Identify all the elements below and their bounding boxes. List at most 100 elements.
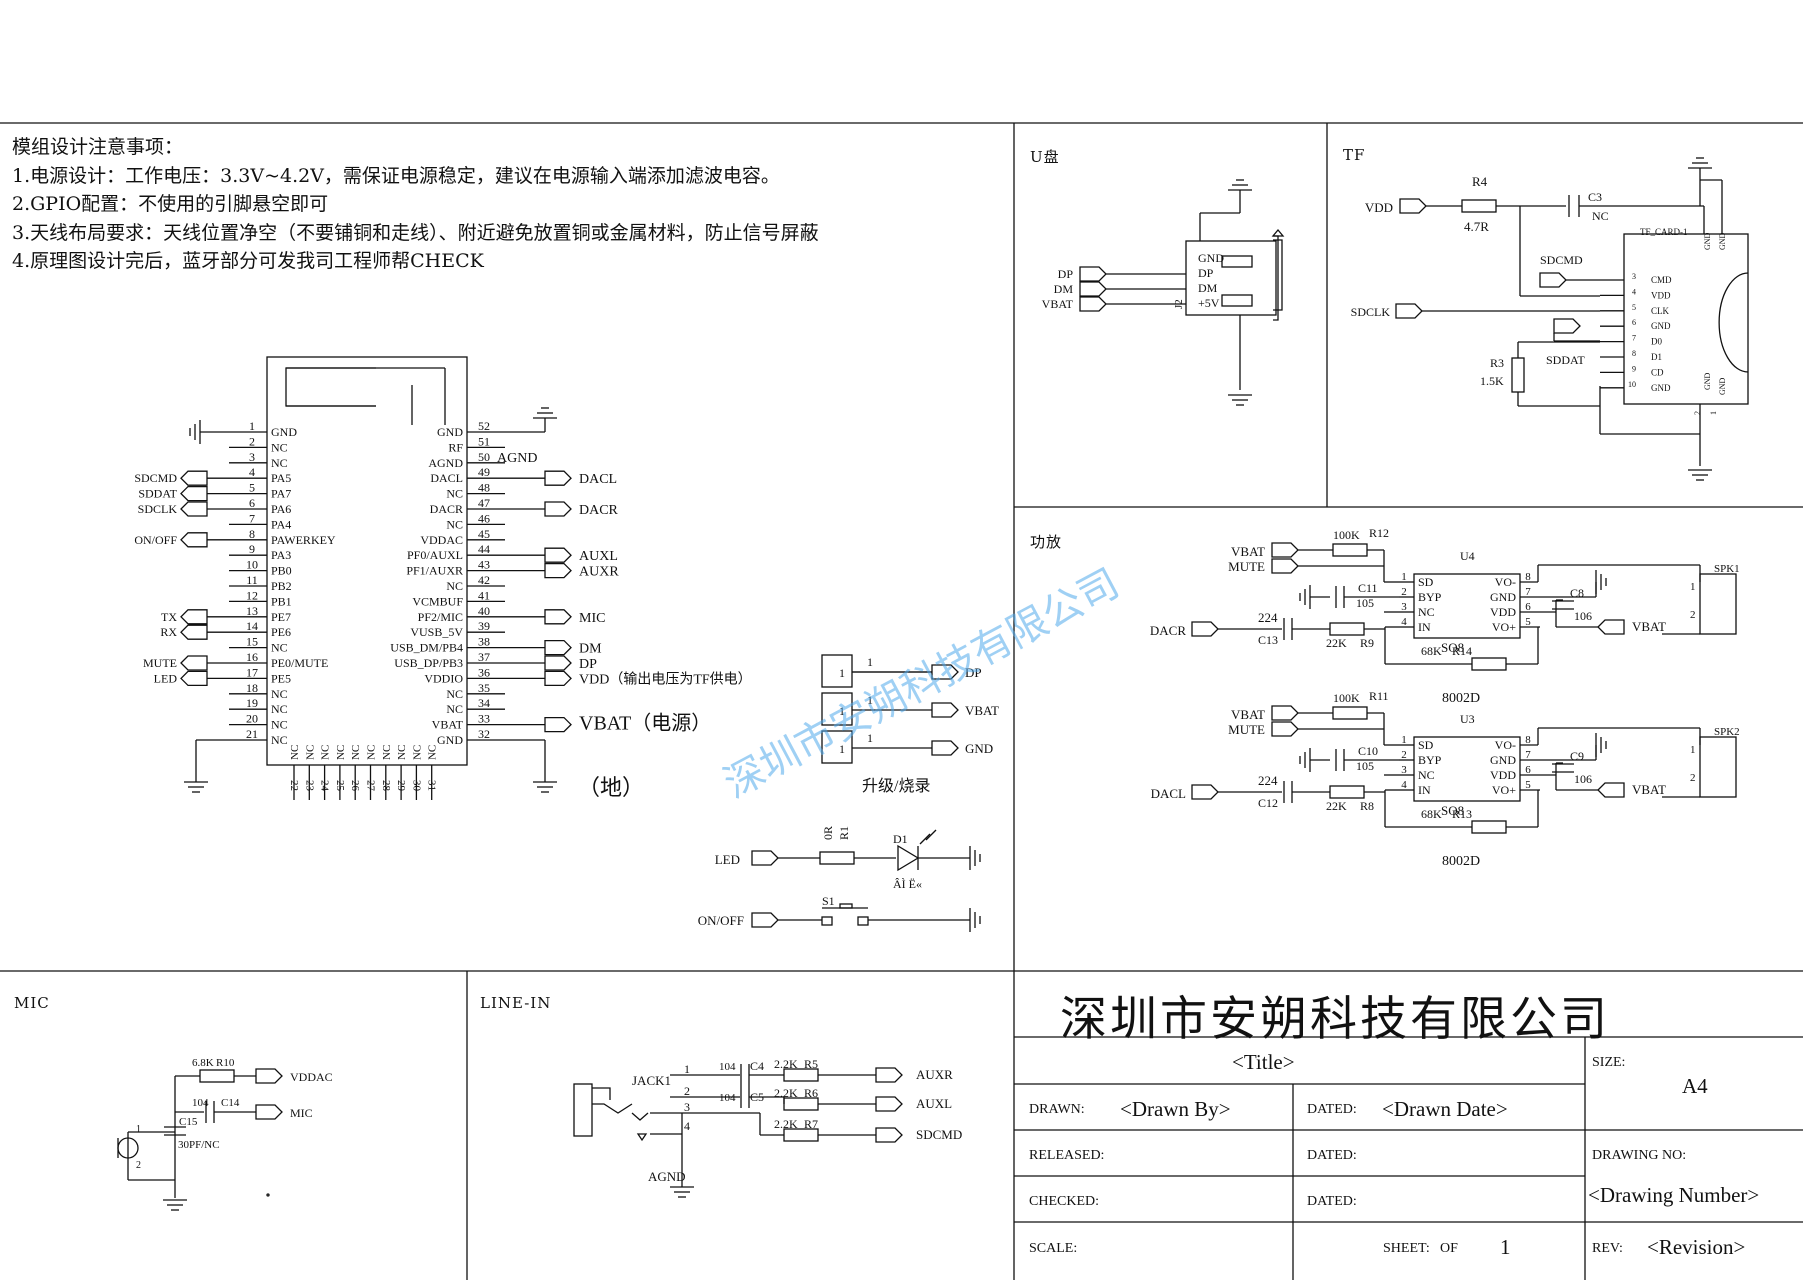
module-body: [266, 356, 468, 766]
amp-ic-pin-num-left: 1: [1401, 571, 1407, 583]
tf-card-slot: [1718, 272, 1749, 373]
pin-name-bottom: NC: [411, 745, 423, 760]
amp-ic-pin-right: GND: [1490, 753, 1516, 767]
pin-number-left: 12: [246, 588, 258, 602]
pin-number-right: 36: [478, 665, 490, 679]
net-label-left: SDCMD: [134, 471, 177, 485]
c4-ref: C4: [750, 1059, 764, 1073]
net-port-amp-mute: [1271, 721, 1299, 737]
mic-section-title: MIC: [14, 994, 50, 1012]
linein-net-label: SDCMD: [916, 1127, 962, 1142]
usb-pin-label: DM: [1198, 281, 1218, 295]
led-light-arrow: [925, 829, 937, 841]
note-item: 2.GPIO配置：不使用的引脚悬空即可: [12, 193, 329, 215]
amp-ic-pin-right: VDD: [1490, 768, 1516, 782]
jack-pin-number: 1: [684, 1062, 690, 1076]
net-port-right: [544, 562, 572, 579]
note-item: 4.原理图设计完后，蓝牙部分可发我司工程师帮CHECK: [12, 250, 484, 272]
pin-number-bottom: 22: [288, 780, 300, 791]
resistor-r1: [819, 851, 855, 865]
tf-sdclk-label: SDCLK: [1351, 305, 1391, 319]
net-port-right: [544, 716, 572, 733]
amp-ic-pin-right: GND: [1490, 590, 1516, 604]
amp-ic-pin-left: IN: [1418, 783, 1431, 797]
net-label-right: VBAT（电源）: [579, 712, 711, 735]
dated-label: DATED:: [1307, 1102, 1357, 1117]
linein-r-value: 2.2K: [774, 1086, 798, 1100]
upgrade-net-label: DP: [965, 665, 982, 680]
amp-rin-value: 22K: [1326, 636, 1347, 650]
upgrade-net-label: GND: [965, 741, 993, 756]
net-port-amp-input: [1191, 621, 1219, 637]
upgrade-pad: [821, 654, 853, 688]
pin-name-right: VCMBUF: [412, 594, 463, 608]
pin-name-bottom: NC: [350, 745, 362, 760]
amp-ic-pin-left: NC: [1418, 768, 1435, 782]
pin-name-right: GND: [437, 733, 463, 747]
amp-vbat-label: VBAT: [1632, 619, 1666, 634]
speaker-pin: 2: [1690, 609, 1696, 621]
amp-ic-pin-num-right: 7: [1525, 749, 1531, 761]
net-port-led: [180, 670, 208, 687]
net-port-right: [544, 547, 572, 563]
mic-vddac-label: VDDAC: [290, 1070, 333, 1084]
net-port-linein: [875, 1127, 903, 1143]
pin-name-left: PB2: [271, 579, 292, 593]
pin-name-right: VBAT: [432, 718, 464, 732]
upgrade-pin-number: 1: [839, 742, 845, 756]
pin-name-bottom: NC: [320, 745, 332, 760]
upgrade-label: 升级/烧录: [862, 777, 930, 795]
pin-number-bottom: 26: [349, 780, 361, 792]
pin-number-right: 32: [478, 727, 490, 741]
amp-cout-value: 106: [1574, 772, 1592, 786]
tf-card-pin-number: 3: [1632, 272, 1636, 281]
net-label-left: ON/OFF: [134, 533, 177, 547]
linein-agnd-label: AGND: [648, 1169, 686, 1184]
notes-title: 模组设计注意事项：: [12, 136, 184, 158]
net-port-upgrade: [931, 664, 959, 680]
amp-feedback-resistor: [1471, 820, 1507, 834]
tf-card-pin: CD: [1651, 367, 1664, 377]
speaker-pin: 1: [1690, 744, 1696, 756]
amp-ic-pin-num-left: 4: [1401, 779, 1407, 791]
pin-number-left: 16: [246, 650, 258, 664]
amp-pkg: SO8: [1441, 803, 1464, 818]
upgrade-pin-label: 1: [867, 655, 873, 669]
tf-gnd-label: GND: [1703, 232, 1712, 250]
amp-vbat-net: VBAT: [1231, 544, 1265, 559]
tf-card: [1623, 233, 1749, 405]
r10-value: 6.8K: [192, 1057, 214, 1069]
pin-name-bottom: NC: [289, 745, 301, 760]
net-port-right: [544, 470, 572, 486]
amp-cin-value: 224: [1258, 773, 1278, 788]
usb-pin-label: GND: [1198, 251, 1224, 265]
tf-vdd-label: VDD: [1365, 200, 1393, 215]
amp-ic-pin-num-right: 8: [1525, 571, 1531, 583]
pin-number-right: 33: [478, 712, 490, 726]
amp-ic-pin-num-left: 4: [1401, 616, 1407, 628]
pin-number-right: 39: [478, 619, 490, 633]
net-label-left: MUTE: [143, 656, 177, 670]
amp-input-net: DACL: [1151, 786, 1186, 801]
tf-card-pin: CLK: [1651, 306, 1670, 316]
c4-value: 104: [719, 1061, 736, 1073]
pin-number-right: 35: [478, 681, 490, 695]
amp-input-resistor: [1329, 785, 1365, 799]
pin-name-right: USB_DM/PB4: [390, 641, 463, 655]
pin-number-right: 34: [478, 696, 490, 710]
amp-ic-pin-right: VDD: [1490, 605, 1516, 619]
net-port-amp-mute: [1271, 558, 1299, 574]
pin-name-right: PF0/AUXL: [407, 548, 463, 562]
pin-name-left: NC: [271, 733, 288, 747]
linein-net-label: AUXL: [916, 1096, 952, 1111]
jack-pin-number: 2: [684, 1084, 690, 1098]
jack-contact: [592, 1103, 633, 1114]
pin-name-left: PE6: [271, 625, 291, 639]
net-port-sdcmd: [180, 470, 208, 486]
pin-name-right: NC: [446, 487, 463, 501]
released-dated-label: DATED:: [1307, 1148, 1357, 1163]
amp-ic-pin-num-right: 6: [1525, 601, 1531, 613]
pin-name-right: NC: [446, 687, 463, 701]
upgrade-pin-label: 1: [867, 693, 873, 707]
